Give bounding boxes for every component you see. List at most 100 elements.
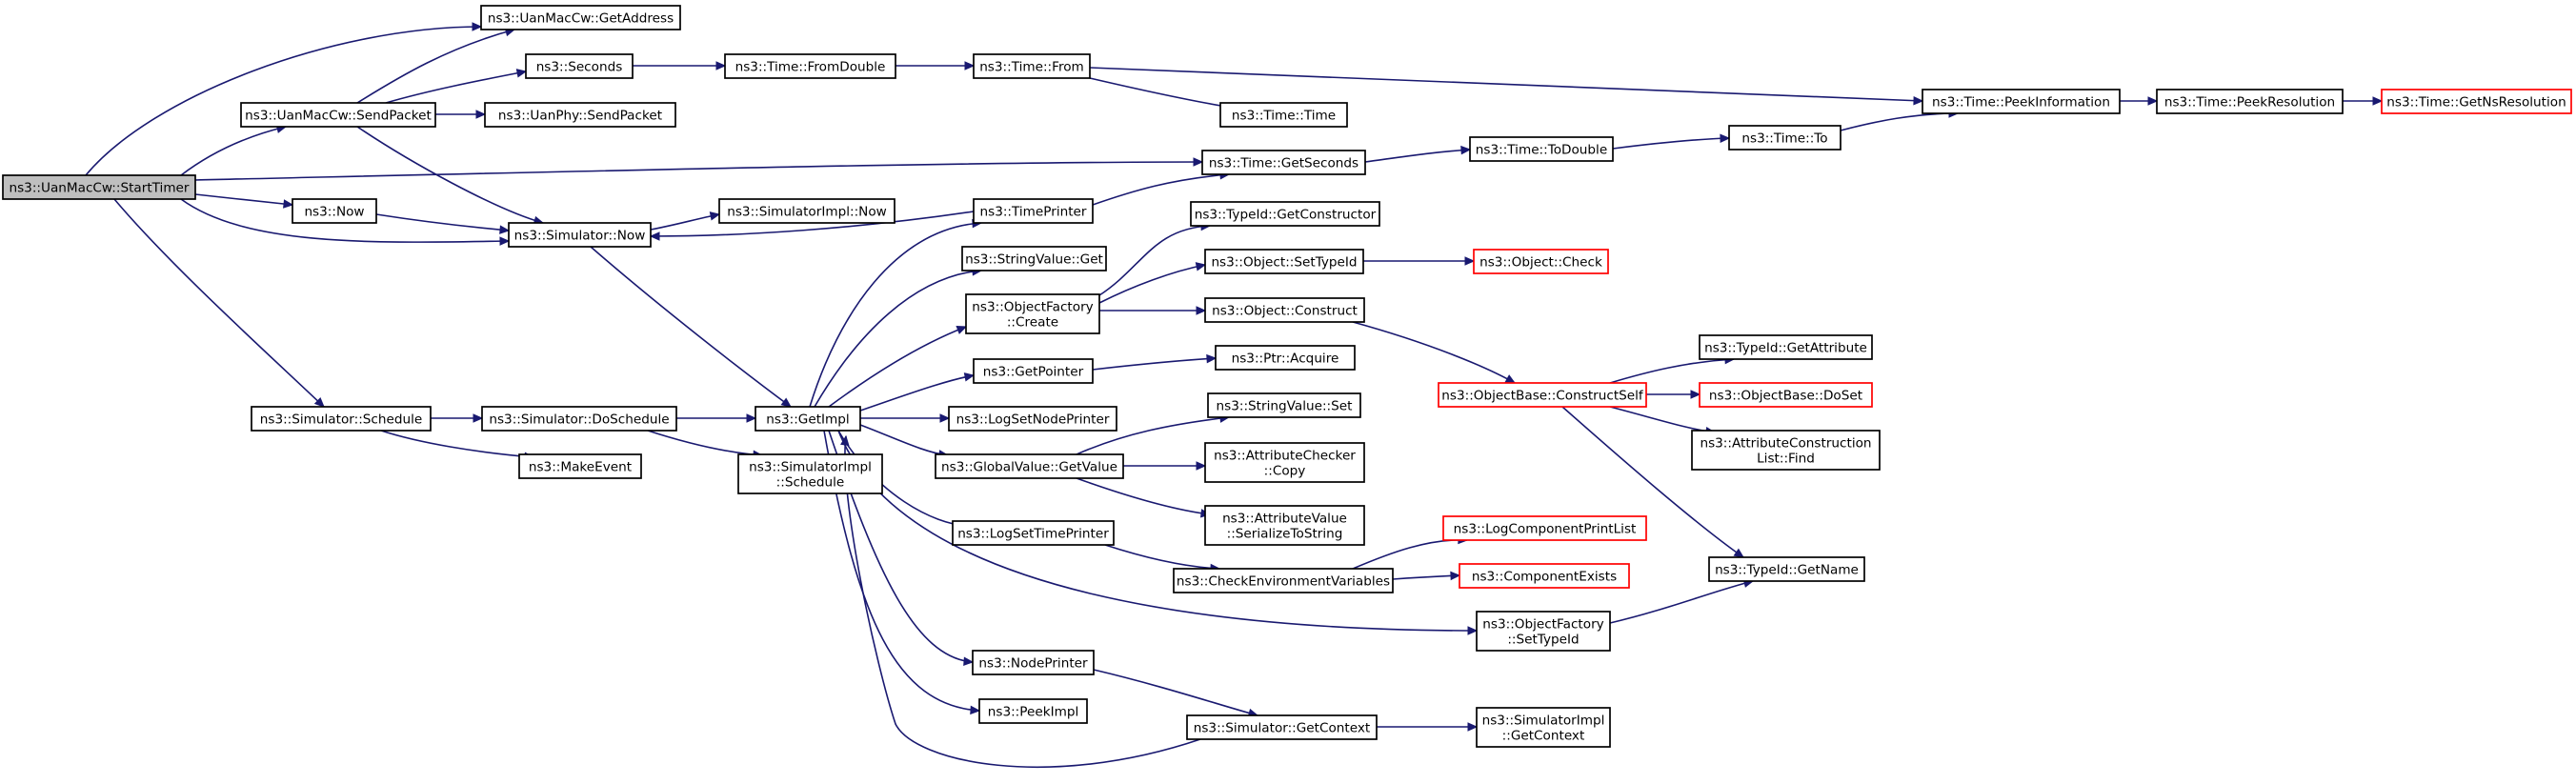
node-time-to[interactable]: ns3::Time::To bbox=[1728, 125, 1841, 151]
node-box bbox=[1204, 249, 1364, 274]
edge-arrowhead bbox=[283, 199, 294, 209]
edge-set_type_id-to-object_check bbox=[1363, 256, 1476, 266]
node-send-packet[interactable]: ns3::UanMacCw::SendPacket bbox=[240, 102, 436, 128]
node-simimpl-schedule[interactable]: ns3::SimulatorImpl::Schedule bbox=[737, 453, 883, 494]
node-log-set-node-printer[interactable]: ns3::LogSetNodePrinter bbox=[948, 406, 1117, 432]
edge-arrowhead bbox=[970, 705, 981, 715]
node-phy-send-packet[interactable]: ns3::UanPhy::SendPacket bbox=[484, 102, 676, 128]
edge-arrowhead bbox=[963, 656, 975, 666]
node-do-schedule[interactable]: ns3::Simulator::DoSchedule bbox=[481, 406, 677, 432]
node-box bbox=[961, 246, 1107, 271]
edge-arrowhead bbox=[840, 434, 850, 447]
edge-line bbox=[828, 326, 967, 408]
edge-arrowhead bbox=[963, 372, 976, 382]
node-simimpl-get-context[interactable]: ns3::SimulatorImpl::GetContext bbox=[1476, 707, 1611, 748]
node-box bbox=[737, 453, 883, 494]
node-get-constructor[interactable]: ns3::TypeId::GetConstructor bbox=[1190, 201, 1380, 227]
node-do-set[interactable]: ns3::ObjectBase::DoSet bbox=[1699, 382, 1873, 408]
node-string-set[interactable]: ns3::StringValue::Set bbox=[1207, 392, 1361, 418]
node-box bbox=[935, 453, 1124, 479]
node-factory-set-type-id[interactable]: ns3::ObjectFactory::SetTypeId bbox=[1476, 611, 1611, 652]
edge-arrowhead bbox=[1690, 390, 1701, 399]
node-seconds[interactable]: ns3::Seconds bbox=[525, 53, 634, 79]
edge-arrowhead bbox=[2147, 96, 2159, 106]
edge-arrowhead bbox=[499, 236, 511, 246]
node-schedule[interactable]: ns3::Simulator::Schedule bbox=[251, 406, 432, 432]
node-check-env-vars[interactable]: ns3::CheckEnvironmentVariables bbox=[1173, 568, 1394, 593]
edge-line bbox=[1089, 77, 1239, 110]
node-box bbox=[1204, 505, 1365, 546]
node-object-check[interactable]: ns3::Object::Check bbox=[1473, 249, 1609, 274]
node-box bbox=[2, 174, 196, 200]
node-peek-impl[interactable]: ns3::PeekImpl bbox=[978, 698, 1088, 724]
node-get-pointer[interactable]: ns3::GetPointer bbox=[973, 358, 1094, 384]
node-checker-copy[interactable]: ns3::AttributeChecker::Copy bbox=[1204, 442, 1365, 483]
node-from-double[interactable]: ns3::Time::FromDouble bbox=[724, 53, 896, 79]
node-peek-information[interactable]: ns3::Time::PeekInformation bbox=[1922, 89, 2121, 114]
node-time-from[interactable]: ns3::Time::From bbox=[973, 53, 1091, 79]
node-get-context[interactable]: ns3::Simulator::GetContext bbox=[1186, 714, 1378, 740]
node-box bbox=[1219, 102, 1348, 128]
node-label: ns3::UanPhy::SendPacket bbox=[498, 109, 662, 124]
node-simulator-now[interactable]: ns3::Simulator::Now bbox=[508, 222, 652, 248]
node-now[interactable]: ns3::Now bbox=[292, 198, 377, 224]
node-box bbox=[525, 53, 634, 79]
node-global-get-value[interactable]: ns3::GlobalValue::GetValue bbox=[935, 453, 1124, 479]
node-label: ns3::Simulator::GetContext bbox=[1194, 721, 1371, 736]
node-get-impl[interactable]: ns3::GetImpl bbox=[755, 406, 861, 432]
node-label: List::Find bbox=[1757, 452, 1815, 467]
node-construct-self[interactable]: ns3::ObjectBase::ConstructSelf bbox=[1438, 382, 1647, 408]
node-get-attribute[interactable]: ns3::TypeId::GetAttribute bbox=[1699, 334, 1873, 360]
edge-arrowhead bbox=[1193, 157, 1204, 167]
node-set-type-id[interactable]: ns3::Object::SetTypeId bbox=[1204, 249, 1364, 274]
node-label: ns3::Time::From bbox=[979, 60, 1084, 75]
edge-factory_set_type_id-to-typeid_get_name bbox=[1609, 578, 1755, 624]
node-time-time[interactable]: ns3::Time::Time bbox=[1219, 102, 1348, 128]
node-ptr-acquire[interactable]: ns3::Ptr::Acquire bbox=[1215, 345, 1356, 371]
node-label: ns3::Time::GetNsResolution bbox=[2386, 95, 2566, 111]
edge-seconds-to-from_double bbox=[633, 61, 727, 70]
node-box bbox=[718, 198, 896, 224]
node-serialize-to-string[interactable]: ns3::AttributeValue::SerializeToString bbox=[1204, 505, 1365, 546]
node-label: ns3::UanMacCw::StartTimer bbox=[9, 181, 189, 196]
edge-line bbox=[180, 198, 510, 243]
edge-line bbox=[809, 222, 982, 408]
node-get-address[interactable]: ns3::UanMacCw::GetAddress bbox=[480, 5, 681, 30]
node-box bbox=[1473, 249, 1609, 274]
node-factory-create[interactable]: ns3::ObjectFactory::Create bbox=[965, 293, 1100, 334]
node-get-seconds[interactable]: ns3::Time::GetSeconds bbox=[1201, 150, 1366, 175]
edge-line bbox=[380, 430, 534, 458]
node-component-exists[interactable]: ns3::ComponentExists bbox=[1459, 563, 1630, 589]
edge-arrowhead bbox=[475, 110, 487, 119]
node-log-set-time-printer[interactable]: ns3::LogSetTimePrinter bbox=[952, 520, 1115, 546]
node-simimpl-now[interactable]: ns3::SimulatorImpl::Now bbox=[718, 198, 896, 224]
edge-schedule-to-make_event bbox=[380, 430, 535, 461]
node-peek-resolution[interactable]: ns3::Time::PeekResolution bbox=[2156, 89, 2344, 114]
edge-simulator_now-to-get_impl bbox=[590, 246, 792, 408]
node-get-ns-resolution[interactable]: ns3::Time::GetNsResolution bbox=[2381, 89, 2572, 114]
edge-time_printer-to-simulator_now bbox=[649, 211, 975, 241]
node-label: ns3::Ptr::Acquire bbox=[1232, 352, 1339, 367]
edge-from_double-to-time_from bbox=[896, 61, 976, 70]
edge-line bbox=[1561, 406, 1744, 558]
node-box bbox=[1476, 611, 1611, 652]
node-log-component-print-list[interactable]: ns3::LogComponentPrintList bbox=[1442, 515, 1647, 541]
edge-line bbox=[356, 126, 544, 224]
node-typeid-get-name[interactable]: ns3::TypeId::GetName bbox=[1708, 556, 1865, 582]
edge-arrowhead bbox=[709, 211, 721, 221]
edge-to_double-to-time_to bbox=[1612, 133, 1731, 150]
edge-get_context-to-get_impl bbox=[840, 434, 1201, 768]
node-time-printer[interactable]: ns3::TimePrinter bbox=[973, 198, 1094, 224]
node-start-timer[interactable]: ns3::UanMacCw::StartTimer bbox=[2, 174, 196, 200]
node-to-double[interactable]: ns3::Time::ToDouble bbox=[1469, 136, 1614, 162]
edge-construct_self-to-typeid_get_name bbox=[1561, 406, 1745, 558]
edge-line bbox=[1609, 358, 1735, 384]
call-graph-nodes: ns3::UanMacCw::StartTimer ns3::UanMacCw::… bbox=[2, 5, 2572, 748]
node-string-get[interactable]: ns3::StringValue::Get bbox=[961, 246, 1107, 271]
edge-start_timer-to-send_packet bbox=[180, 124, 288, 176]
node-make-event[interactable]: ns3::MakeEvent bbox=[518, 453, 642, 479]
node-box bbox=[755, 406, 861, 432]
node-object-construct[interactable]: ns3::Object::Construct bbox=[1204, 297, 1365, 323]
node-node-printer[interactable]: ns3::NodePrinter bbox=[972, 650, 1095, 675]
